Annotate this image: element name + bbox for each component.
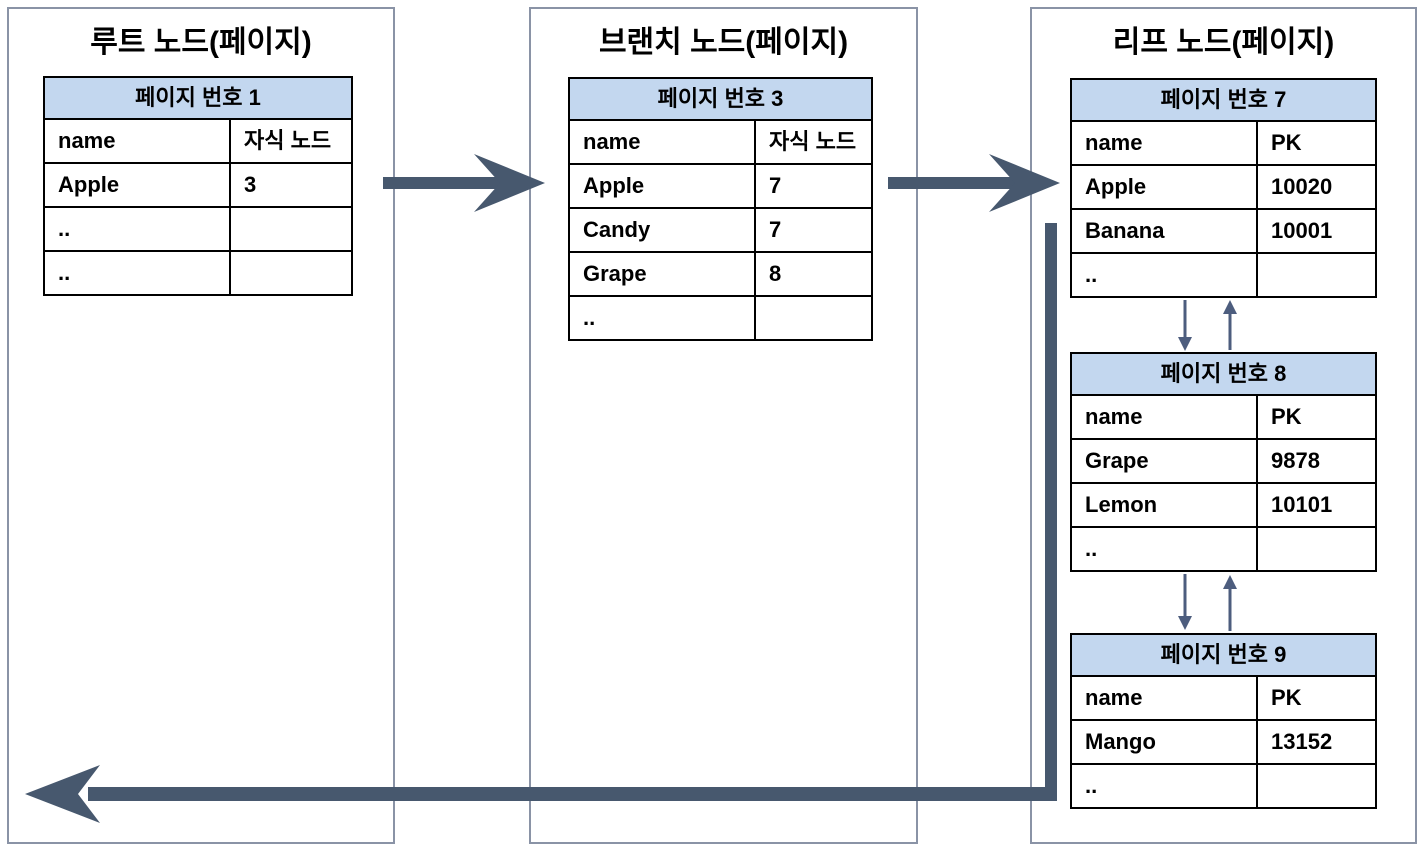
table-cell: Apple <box>570 165 756 207</box>
table-row: Grape 9878 <box>1072 440 1375 484</box>
table-cell: name <box>45 120 231 162</box>
table-cell: name <box>1072 122 1258 164</box>
arrow-root-to-branch-icon <box>383 154 545 212</box>
table-row: .. <box>45 252 351 294</box>
table-row: Lemon 10101 <box>1072 484 1375 528</box>
panel-title-branch: 브랜치 노드(페이지) <box>598 26 849 59</box>
table-row: name 자식 노드 <box>45 120 351 164</box>
table-cell: .. <box>45 208 231 250</box>
table-cell: Mango <box>1072 721 1258 763</box>
table-row: name PK <box>1072 677 1375 721</box>
panel-title-leaf: 리프 노드(페이지) <box>1112 26 1335 59</box>
table-row: Mango 13152 <box>1072 721 1375 765</box>
table-cell: PK <box>1271 130 1302 155</box>
table-row: Grape 8 <box>570 253 871 297</box>
table-cell: 자식 노드 <box>244 128 332 153</box>
table-header: 페이지 번호 8 <box>1072 354 1375 396</box>
table-page-1: 페이지 번호 1 name 자식 노드 Apple 3.... <box>43 76 353 296</box>
table-cell: name <box>570 121 756 163</box>
table-cell: 8 <box>769 261 782 286</box>
table-cell: .. <box>1072 765 1258 807</box>
table-cell: .. <box>1072 528 1258 570</box>
table-body: name PK Mango 13152.. <box>1072 677 1375 807</box>
table-row: Apple 7 <box>570 165 871 209</box>
table-cell: Candy <box>570 209 756 251</box>
table-row: Apple 10020 <box>1072 166 1375 210</box>
table-cell: 13152 <box>1271 729 1333 754</box>
table-cell: name <box>1072 396 1258 438</box>
table-row: .. <box>45 208 351 252</box>
table-header: 페이지 번호 9 <box>1072 635 1375 677</box>
table-row: name PK <box>1072 122 1375 166</box>
table-cell: Banana <box>1072 210 1258 252</box>
panel-title-root: 루트 노드(페이지) <box>90 26 312 59</box>
table-cell <box>756 297 871 339</box>
table-cell: Apple <box>45 164 231 206</box>
table-cell: Grape <box>570 253 756 295</box>
table-cell: PK <box>1271 404 1302 429</box>
table-cell: 3 <box>244 172 257 197</box>
table-cell: PK <box>1271 685 1302 710</box>
table-cell: .. <box>45 252 231 294</box>
table-cell: Lemon <box>1072 484 1258 526</box>
table-row: .. <box>1072 765 1375 807</box>
table-cell: 10001 <box>1271 218 1333 243</box>
table-cell: .. <box>1072 254 1258 296</box>
table-header: 페이지 번호 1 <box>45 78 351 120</box>
table-cell: 7 <box>769 217 782 242</box>
table-cell <box>1258 254 1375 296</box>
table-cell <box>1258 528 1375 570</box>
table-header: 페이지 번호 3 <box>570 79 871 121</box>
table-page-9: 페이지 번호 9 name PK Mango 13152.. <box>1070 633 1377 809</box>
table-row: .. <box>1072 528 1375 570</box>
table-header: 페이지 번호 7 <box>1072 80 1375 122</box>
table-cell: 10020 <box>1271 174 1333 199</box>
table-cell: 자식 노드 <box>769 129 857 154</box>
table-row: Banana 10001 <box>1072 210 1375 254</box>
table-row: Apple 3 <box>45 164 351 208</box>
table-body: name 자식 노드 Apple 3.... <box>45 120 351 294</box>
table-cell: name <box>1072 677 1258 719</box>
table-cell: Grape <box>1072 440 1258 482</box>
table-cell: 9878 <box>1271 448 1320 473</box>
table-row: name PK <box>1072 396 1375 440</box>
table-row: .. <box>1072 254 1375 296</box>
table-row: Candy 7 <box>570 209 871 253</box>
table-cell: .. <box>570 297 756 339</box>
table-cell: 10101 <box>1271 492 1333 517</box>
table-cell <box>231 208 351 250</box>
table-cell <box>1258 765 1375 807</box>
table-row: .. <box>570 297 871 339</box>
table-cell: 7 <box>769 173 782 198</box>
table-cell: Apple <box>1072 166 1258 208</box>
table-row: name 자식 노드 <box>570 121 871 165</box>
table-cell <box>231 252 351 294</box>
